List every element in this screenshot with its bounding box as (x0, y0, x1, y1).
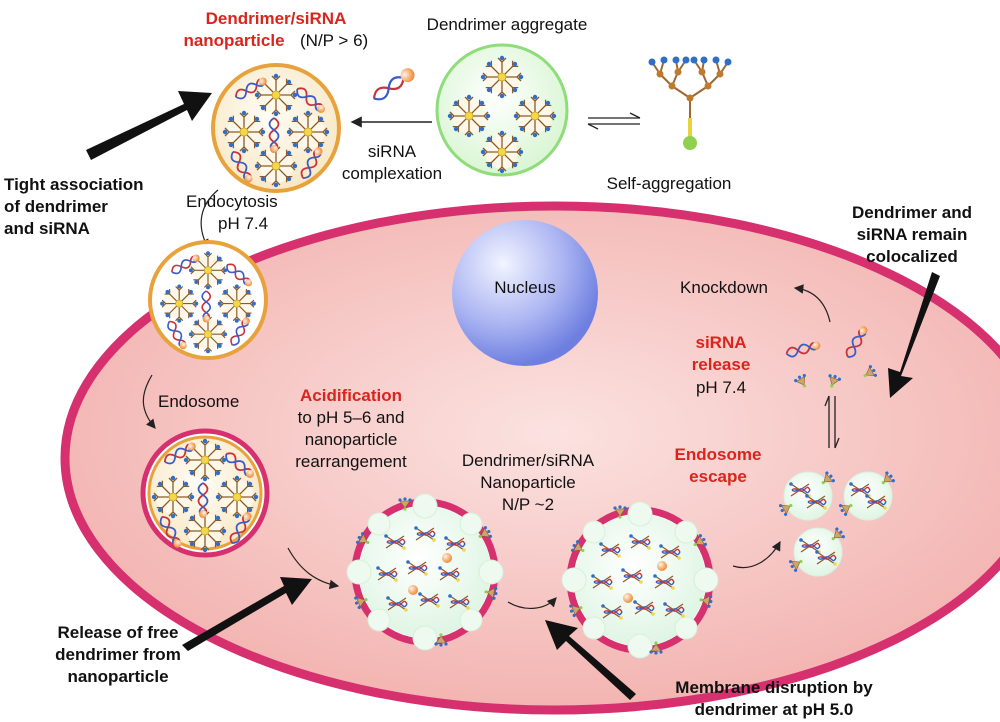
free-sirna (372, 68, 415, 101)
colocalized-1: Dendrimer and (852, 203, 972, 222)
dendrimer-molecule (648, 56, 732, 150)
endosome-nanoparticle (140, 428, 270, 558)
self-aggregation-label: Self-aggregation (607, 174, 732, 193)
aggregate-label: Dendrimer aggregate (427, 15, 588, 34)
acid-4: rearrangement (295, 452, 407, 471)
rearranged-nanoparticle (347, 494, 503, 650)
tight-1: Tight association (4, 175, 144, 194)
equilibrium-arrows (587, 112, 641, 130)
np-ratio: (N/P > 6) (300, 31, 368, 50)
endocytosis-1: Endocytosis (186, 192, 278, 211)
acid-3: nanoparticle (305, 430, 398, 449)
pointer-arrow-top (86, 91, 212, 160)
release-1: siRNA (695, 333, 746, 352)
colocalized-3: colocalized (866, 247, 958, 266)
free-2: dendrimer from (55, 645, 181, 664)
flow-arrow-2 (507, 597, 557, 609)
acid-1: Acidification (300, 386, 402, 405)
disrupted-nanoparticle (562, 502, 718, 658)
dendrimer-aggregate (435, 43, 569, 177)
tight-2: of dendrimer (4, 197, 108, 216)
np2-3: N/P ~2 (502, 495, 554, 514)
membrane-2: dendrimer at pH 5.0 (695, 700, 854, 719)
pointer-arrow-colocalized (888, 272, 940, 398)
knockdown-arrow (793, 284, 831, 323)
release-3: pH 7.4 (696, 378, 746, 397)
np-title-1: Dendrimer/siRNA (206, 9, 347, 28)
nucleus (452, 220, 598, 366)
np2-2: Nanoparticle (480, 473, 575, 492)
escape-2: escape (689, 467, 747, 486)
np-title-2: nanoparticle (183, 31, 284, 50)
flow-arrow-3 (732, 540, 781, 569)
complexation-label-2: complexation (342, 164, 442, 183)
endocytosed-nanoparticle (148, 240, 268, 360)
free-3: nanoparticle (67, 667, 168, 686)
free-1: Release of free (58, 623, 179, 642)
acid-2: to pH 5–6 and (298, 408, 405, 427)
release-equilibrium-arrows (824, 395, 840, 449)
membrane-1: Membrane disruption by (675, 678, 873, 697)
endocytosis-2: pH 7.4 (218, 214, 268, 233)
endosome-arrow (142, 374, 156, 429)
colocalized-2: siRNA remain (857, 225, 968, 244)
flow-arrow-1 (287, 547, 340, 590)
release-2: release (692, 355, 751, 374)
endosome-label: Endosome (158, 392, 239, 411)
tight-3: and siRNA (4, 219, 90, 238)
nucleus-label: Nucleus (494, 278, 555, 297)
knockdown-label: Knockdown (680, 278, 768, 297)
pointer-arrow-free (182, 577, 312, 651)
complexation-label-1: siRNA (368, 142, 417, 161)
escape-1: Endosome (675, 445, 762, 464)
dendrimer-sirna-nanoparticle (211, 63, 341, 193)
pointer-arrow-membrane (545, 620, 636, 700)
np2-1: Dendrimer/siRNA (462, 451, 595, 470)
